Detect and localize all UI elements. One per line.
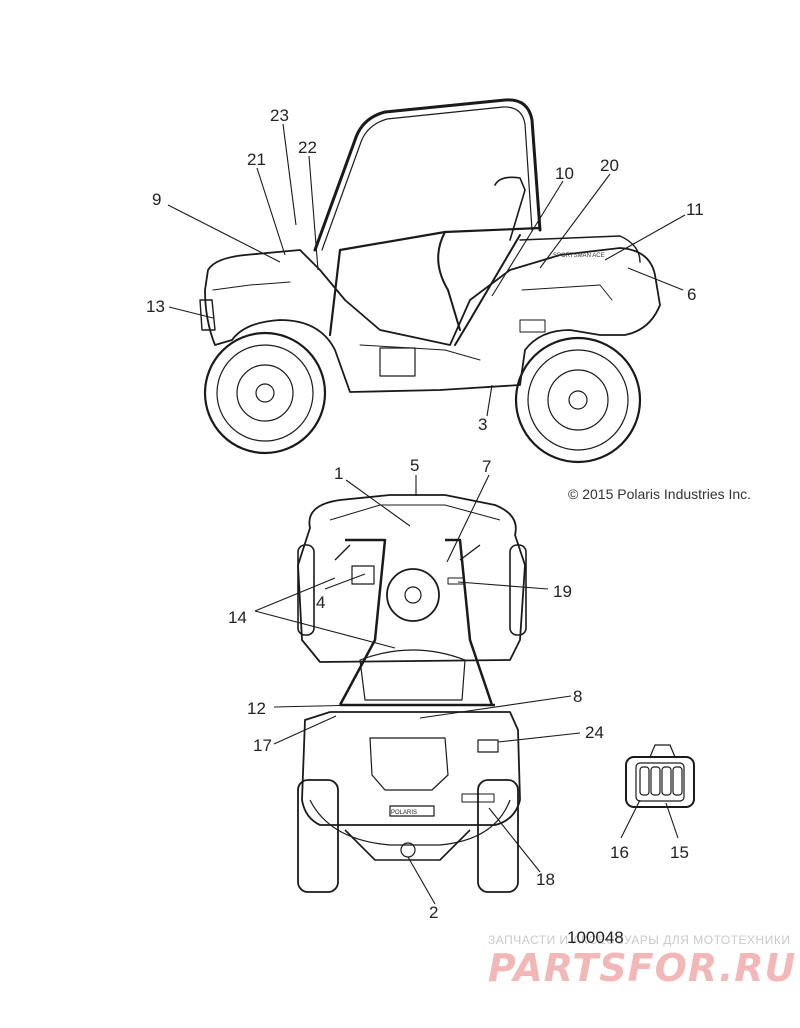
callout-13: 13 xyxy=(146,297,165,316)
callout-1: 1 xyxy=(334,464,343,483)
callout-16: 16 xyxy=(610,843,629,862)
callout-18: 18 xyxy=(536,870,555,889)
roll-cage xyxy=(313,98,542,252)
callout-19: 19 xyxy=(553,582,572,601)
callout-12: 12 xyxy=(247,699,266,718)
figure-number: 100048 xyxy=(567,928,624,947)
rear-body xyxy=(301,711,521,826)
watermark-logo: PARTSFOR.RU xyxy=(488,946,797,990)
steering-wheel xyxy=(386,568,440,622)
callout-14: 14 xyxy=(228,608,247,627)
callout-8: 8 xyxy=(573,687,582,706)
callout-15: 15 xyxy=(670,843,689,862)
callout-4: 4 xyxy=(316,593,325,612)
callout-9: 9 xyxy=(152,190,161,209)
callout-10: 10 xyxy=(555,164,574,183)
callout-6: 6 xyxy=(687,285,696,304)
callout-22: 22 xyxy=(298,138,317,157)
callout-23: 23 xyxy=(270,106,289,125)
callout-5: 5 xyxy=(410,456,419,475)
front-fenders xyxy=(297,494,526,663)
callout-17: 17 xyxy=(253,736,272,755)
callout-20: 20 xyxy=(600,156,619,175)
callout-24: 24 xyxy=(585,723,604,742)
vehicle-body xyxy=(204,247,661,393)
top-view-vehicle xyxy=(297,494,527,893)
side-view-vehicle xyxy=(199,98,661,464)
callout-3: 3 xyxy=(478,415,487,434)
cage-top xyxy=(338,538,495,707)
rear-wheel xyxy=(514,336,642,464)
callout-labels: 23 21 22 9 10 20 11 6 13 3 1 5 7 4 19 14… xyxy=(146,106,704,922)
callout-2: 2 xyxy=(429,903,438,922)
copyright-notice: © 2015 Polaris Industries Inc. xyxy=(568,486,752,502)
brand-decal-text: SPORTSMAN ACE xyxy=(553,253,605,259)
callout-7: 7 xyxy=(482,457,491,476)
callout-21: 21 xyxy=(247,150,266,169)
top-leader-lines xyxy=(254,474,581,905)
watermark-tagline: ЗАПЧАСТИ И АКСЕССУАРЫ ДЛЯ МОТОТЕХНИКИ xyxy=(488,933,791,947)
side-leader-lines xyxy=(167,123,686,417)
detail-decal-part xyxy=(620,744,695,839)
rear-brand-text: POLARIS xyxy=(391,810,417,816)
callout-11: 11 xyxy=(686,200,704,219)
front-wheel xyxy=(203,331,327,455)
